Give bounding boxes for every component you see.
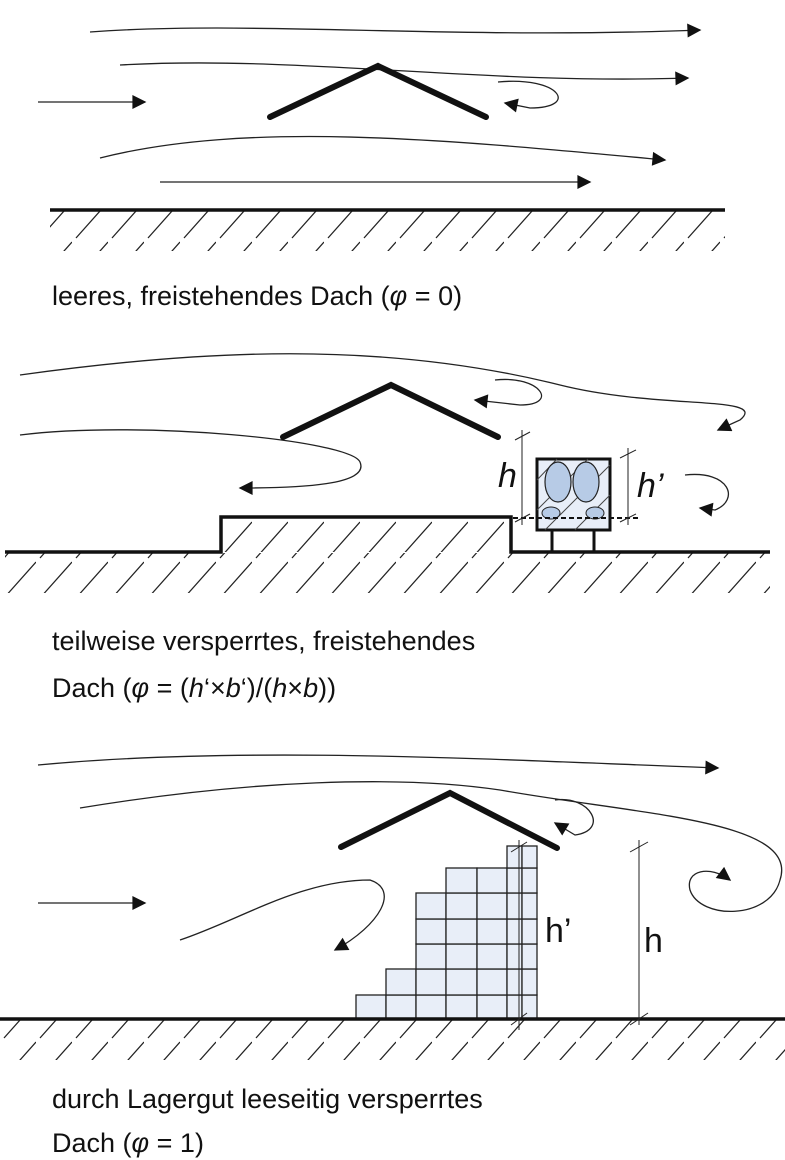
caption-partial-line2: Dach (φ = (h‘×b‘)/(h×b)) bbox=[52, 673, 336, 703]
stack-box bbox=[476, 918, 508, 945]
stack-box bbox=[521, 845, 538, 869]
eddy-arrow bbox=[473, 378, 542, 409]
roof bbox=[338, 789, 560, 851]
stack-box bbox=[415, 892, 447, 920]
height-dimension bbox=[514, 430, 637, 525]
stack-box bbox=[476, 968, 508, 996]
eddy-arrow bbox=[553, 798, 594, 836]
label-h-prime: h’ bbox=[545, 912, 571, 950]
stack-box bbox=[521, 968, 538, 996]
stack-box bbox=[385, 968, 417, 996]
stack-box bbox=[521, 943, 538, 970]
wake-eddy-arrow bbox=[79, 781, 783, 912]
stored-goods-stack bbox=[355, 845, 538, 1020]
stack-box bbox=[476, 892, 508, 920]
stack-box bbox=[445, 918, 478, 945]
stack-box bbox=[445, 994, 478, 1020]
flow-arrow bbox=[99, 135, 667, 166]
stack-box bbox=[476, 943, 508, 970]
stack-box bbox=[445, 867, 478, 894]
label-h: h bbox=[498, 457, 517, 495]
label-h-prime: h’ bbox=[637, 467, 664, 505]
ground-hatch bbox=[50, 211, 725, 251]
stack-box bbox=[355, 994, 387, 1020]
ground-hatch bbox=[0, 1020, 785, 1060]
stack-box bbox=[476, 867, 508, 894]
stack-box bbox=[506, 968, 523, 996]
blocking-object bbox=[513, 457, 640, 552]
stack-box bbox=[445, 968, 478, 996]
eddy-arrow bbox=[497, 80, 559, 113]
recirculation-arrow bbox=[19, 429, 362, 495]
caption-full-line2: Dach (φ = 1) bbox=[52, 1128, 204, 1158]
stack-box bbox=[445, 943, 478, 970]
flow-arrow bbox=[89, 23, 702, 38]
stack-box bbox=[415, 994, 447, 1020]
panel-empty-roof: leeres, freistehendes Dach (φ = 0) bbox=[38, 23, 725, 311]
flow-arrow bbox=[37, 754, 720, 775]
stack-box bbox=[385, 994, 417, 1020]
caption-full-line1: durch Lagergut leeseitig versperrtes bbox=[52, 1084, 483, 1114]
stack-box bbox=[521, 867, 538, 894]
stack-box bbox=[506, 892, 523, 920]
panel-fully-blocked: h’ h durch Lagergut leeseitig versperrte… bbox=[0, 754, 785, 1158]
caption-partial-line1: teilweise versperrtes, freistehendes bbox=[52, 626, 475, 656]
ground-hatch bbox=[5, 553, 770, 593]
panel-partially-blocked: h h’ teilweise versperrtes, freistehende… bbox=[5, 353, 770, 703]
stack-box bbox=[415, 943, 447, 970]
stack-box bbox=[521, 892, 538, 920]
stack-box bbox=[506, 994, 523, 1020]
height-dimension bbox=[510, 840, 649, 1030]
stack-box bbox=[415, 968, 447, 996]
stack-box bbox=[506, 918, 523, 945]
stack-box bbox=[415, 918, 447, 945]
stack-box bbox=[445, 892, 478, 920]
recirculation-arrow bbox=[179, 879, 385, 951]
stack-box bbox=[521, 918, 538, 945]
roof bbox=[280, 381, 501, 440]
flow-arrow bbox=[19, 353, 746, 432]
eddy-arrow bbox=[684, 473, 730, 517]
platform-hatch bbox=[222, 518, 511, 552]
caption-empty-roof: leeres, freistehendes Dach (φ = 0) bbox=[52, 281, 462, 311]
stack-box bbox=[476, 994, 508, 1020]
ground-line bbox=[5, 515, 770, 554]
stack-box bbox=[506, 867, 523, 894]
roof bbox=[267, 62, 489, 120]
label-h: h bbox=[644, 922, 663, 960]
stack-box bbox=[506, 943, 523, 970]
